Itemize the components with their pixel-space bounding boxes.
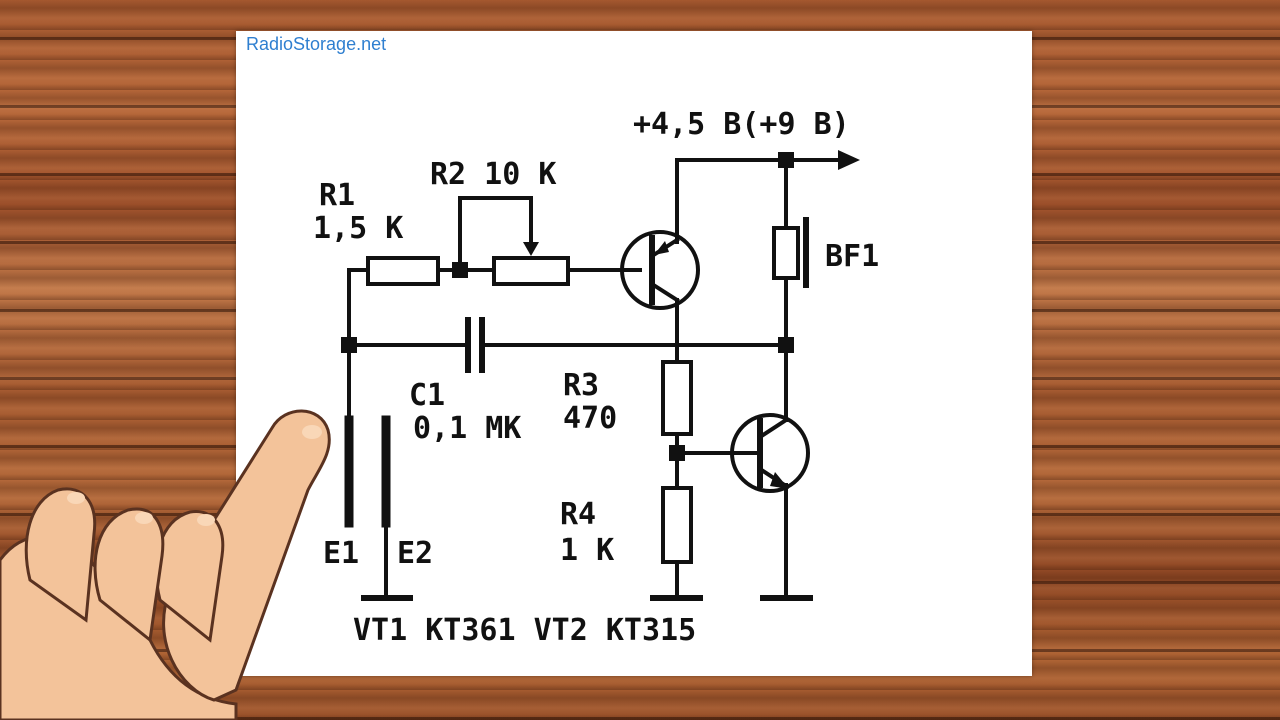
r4-value-label: 1 К bbox=[560, 533, 614, 568]
junction-supply bbox=[778, 152, 794, 168]
vt2-emitter-arrow bbox=[770, 472, 789, 489]
vt2-collector bbox=[757, 417, 789, 440]
vt2-body bbox=[730, 413, 810, 493]
c1-name-label: C1 bbox=[409, 378, 445, 413]
e1-label: E1 bbox=[323, 536, 359, 571]
vt1-collector bbox=[649, 281, 680, 303]
r3-name-label: R3 bbox=[563, 368, 599, 403]
r2-wiper-arrow bbox=[523, 242, 539, 256]
watermark: RadioStorage.net bbox=[246, 34, 387, 54]
e2-label: E2 bbox=[397, 536, 433, 571]
junction-left bbox=[341, 337, 357, 353]
bf1-element bbox=[772, 226, 800, 280]
r4-name-label: R4 bbox=[560, 497, 596, 532]
schematic-board bbox=[236, 31, 1032, 676]
r3-value-label: 470 bbox=[563, 401, 617, 436]
r1-value-label: 1,5 К bbox=[313, 211, 403, 246]
r2-label: R2 10 К bbox=[430, 157, 556, 192]
transistors-label: VT1 КТ361 VT2 КТ315 bbox=[353, 613, 696, 648]
junction-r3-r4 bbox=[669, 445, 685, 461]
supply-label: +4,5 В(+9 В) bbox=[633, 107, 850, 142]
supply-arrow bbox=[838, 150, 860, 170]
junction-r1-r2 bbox=[452, 262, 468, 278]
junction-right bbox=[778, 337, 794, 353]
c1-value-label: 0,1 МК bbox=[413, 411, 521, 446]
vt1-body bbox=[620, 230, 700, 310]
vt1-emitter-arrow bbox=[654, 241, 669, 255]
bf1-label: BF1 bbox=[825, 239, 879, 274]
r1-name-label: R1 bbox=[319, 178, 355, 213]
